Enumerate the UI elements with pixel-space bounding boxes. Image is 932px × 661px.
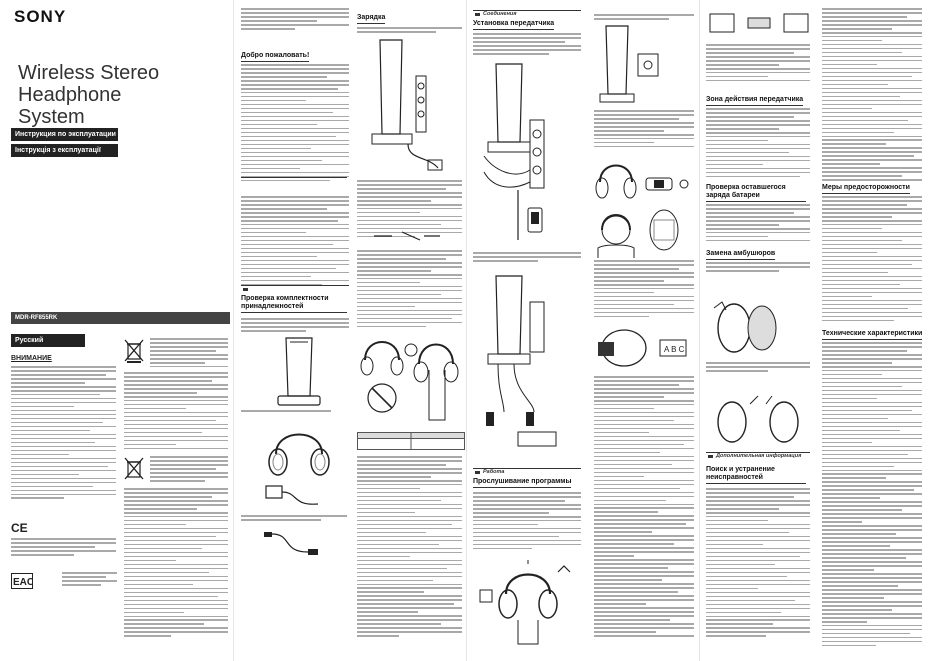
sony-logo: SONY <box>14 7 67 26</box>
manufacturer-text <box>62 572 117 588</box>
ear-pads-text <box>706 262 810 274</box>
features-text <box>241 196 349 288</box>
transmitter-caption <box>241 410 341 414</box>
features-heading <box>241 176 347 178</box>
warning-heading: ВНИМАНИЕ <box>11 355 52 362</box>
panel-fold <box>233 0 234 661</box>
volume-text <box>594 376 694 639</box>
specifications-heading: Технические характеристики <box>822 330 923 340</box>
tuning-notes <box>706 44 810 84</box>
welcome-heading: Добро пожаловать! <box>241 52 310 62</box>
troubleshooting-heading: Поиск и устранение неисправностей <box>706 466 806 484</box>
battery-check-text <box>706 204 810 244</box>
install-step-1 <box>473 33 581 57</box>
listening-heading: Прослушивание программы <box>473 478 572 488</box>
audio-cable-illustration <box>262 528 322 565</box>
headphones-illustration <box>266 422 332 483</box>
person-wearing-illustration <box>594 206 694 263</box>
connection-diagram-2 <box>474 272 584 467</box>
manual-banner-ru: Инструкция по эксплуатации <box>11 128 118 141</box>
panel-fold <box>466 0 467 661</box>
tuning-text <box>594 260 694 320</box>
listening-text <box>473 492 581 552</box>
coverage-text <box>706 108 810 180</box>
install-step-3 <box>594 110 694 150</box>
recycling-body <box>124 372 228 452</box>
preparation-tag <box>241 285 349 292</box>
check-parts-text <box>241 318 349 334</box>
check-parts-heading: Проверка комплектности принадлежностей <box>241 295 347 313</box>
precautions-text <box>822 196 922 324</box>
ce-mark-icon: CE <box>11 520 29 538</box>
product-title: Wireless Stereo Headphone System <box>18 62 159 128</box>
adaptor-caption <box>241 515 347 523</box>
charging-step-2 <box>357 250 462 330</box>
charging-details <box>357 456 462 639</box>
ac-adaptor-illustration <box>262 478 322 515</box>
charging-step-1 <box>357 27 462 35</box>
channel-select-illustration: A B C <box>596 328 696 375</box>
specifications-text <box>822 342 922 649</box>
install-transmitter-heading: Установка передатчика <box>473 20 555 30</box>
charging-notes <box>357 180 462 240</box>
connection-diagram-1 <box>474 60 584 255</box>
usage-tag: Работа <box>473 468 581 475</box>
weee-battery-icon <box>124 456 144 487</box>
ear-pads-step-2 <box>706 362 810 374</box>
ear-pad-attach-illustration <box>712 394 802 451</box>
battery-recycling-text <box>150 456 228 484</box>
install-step-1b <box>473 252 581 264</box>
install-step-2 <box>594 14 694 22</box>
power-switch-illustration <box>594 156 694 207</box>
charging-heading: Зарядка <box>357 14 386 24</box>
manual-banner-ua: Інструкція з експлуатації <box>11 144 118 157</box>
svg-text:A B C: A B C <box>664 345 685 354</box>
troubleshooting-text <box>706 488 810 639</box>
panel-fold <box>699 0 700 661</box>
weee-bin-icon <box>124 338 144 369</box>
eac-mark-icon: EAC <box>11 573 34 594</box>
battery-recycling-body <box>124 488 228 639</box>
svg-text:EAC: EAC <box>13 577 33 588</box>
ear-pads-heading: Замена амбушюров <box>706 250 776 260</box>
extra-info-tag: Дополнительная информация <box>706 452 810 459</box>
coverage-heading: Зона действия передатчика <box>706 96 804 106</box>
ce-text <box>11 538 116 558</box>
title-line: Wireless Stereo <box>18 62 160 84</box>
indicator-table <box>357 432 465 455</box>
headphones-on-stand-illustration <box>355 330 463 435</box>
precautions-heading: Меры предосторожности <box>822 184 910 194</box>
model-bar: MDR-RF855RK <box>11 312 230 324</box>
svg-text:CE: CE <box>11 521 28 533</box>
troubleshooting-cont <box>822 8 922 183</box>
battery-check-heading: Проверка оставшегося заряда батареи <box>706 184 806 202</box>
transmitter-illustration <box>276 336 322 413</box>
tuning-diagram <box>708 10 812 41</box>
connections-tag: Соединения <box>473 10 581 17</box>
plug-illustration <box>372 226 442 251</box>
title-line: System <box>18 106 85 128</box>
intro-text <box>241 8 349 32</box>
recycling-text <box>150 338 228 370</box>
charging-illustration <box>368 36 448 181</box>
warning-text <box>11 366 116 501</box>
title-line: Headphone <box>18 84 122 106</box>
headphones-lift-illustration <box>478 558 578 655</box>
welcome-text <box>241 64 349 184</box>
ear-pad-remove-illustration <box>712 298 782 361</box>
transmitter-side-illustration <box>598 24 668 109</box>
language-tab[interactable]: Русский <box>11 334 85 347</box>
